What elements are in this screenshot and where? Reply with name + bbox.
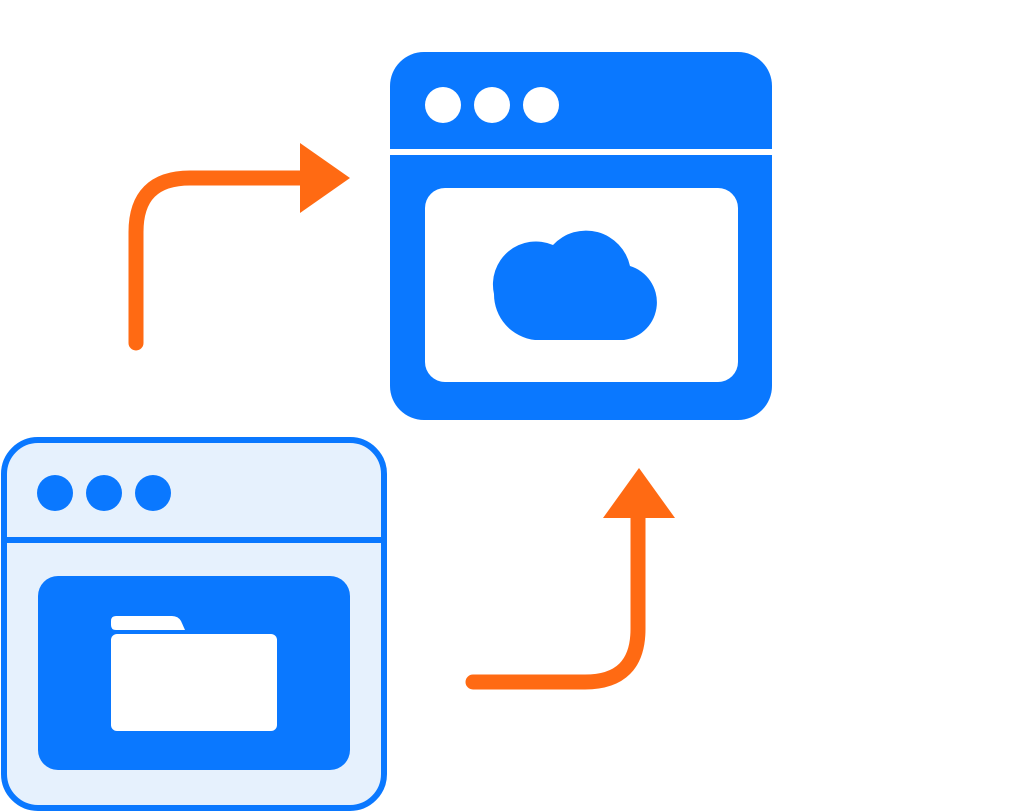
- local-window-dot-3: [135, 475, 171, 511]
- cloud-window-dot-3: [523, 87, 559, 123]
- arrow-up-right: [128, 143, 350, 351]
- cloud-window: [390, 52, 772, 420]
- local-window: [1, 437, 387, 811]
- cloud-icon: [492, 230, 657, 340]
- local-window-dot-1: [37, 475, 73, 511]
- arrow-up-right-head: [300, 143, 350, 213]
- arrow-right-up: [465, 468, 675, 690]
- cloud-window-dot-1: [425, 87, 461, 123]
- folder-icon: [111, 616, 277, 731]
- local-window-dot-2: [86, 475, 122, 511]
- cloud-window-dot-2: [474, 87, 510, 123]
- arrow-right-up-head: [603, 468, 675, 518]
